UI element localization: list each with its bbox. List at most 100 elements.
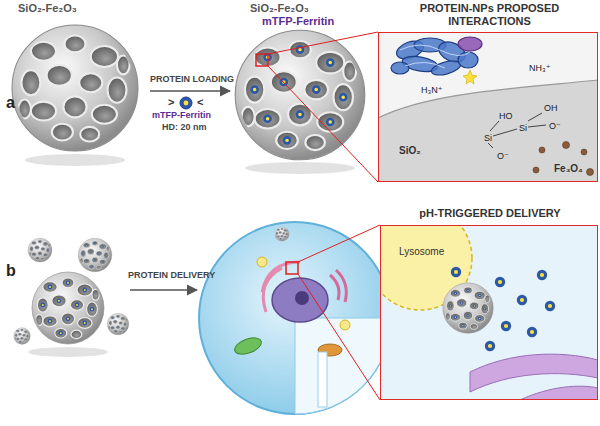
interaction-inset-art <box>463 70 477 84</box>
ferritin-ribbon <box>430 58 462 77</box>
zoom-leader <box>268 32 378 182</box>
iron-oxide-dot <box>533 167 539 173</box>
delivery-inset-art <box>380 225 598 400</box>
organelle-name: Lysosome <box>399 246 444 258</box>
cell <box>199 222 391 414</box>
delivery-inset-art <box>537 270 547 280</box>
loading-arrow <box>150 90 230 92</box>
delivery-inset-art <box>443 283 493 333</box>
cell <box>295 318 391 414</box>
step-label: PROTEIN DELIVERY <box>128 270 215 280</box>
particle-group <box>78 238 112 272</box>
cell <box>330 275 339 300</box>
step-label: PROTEIN LOADING <box>150 74 234 84</box>
loading-arrow <box>184 101 189 106</box>
cell <box>286 262 298 274</box>
material-name: SiO₂-Fe₂O₃ <box>250 2 309 15</box>
chemical-bond <box>528 125 546 127</box>
interaction-inset-art <box>400 45 470 68</box>
cell <box>295 291 309 305</box>
cell <box>272 278 328 322</box>
iron-oxide-dot <box>587 169 594 176</box>
delivery-inset-art <box>451 267 555 351</box>
chemical-group: O⁻ <box>497 151 509 161</box>
chemical-atom: Si <box>519 123 527 133</box>
cell <box>340 320 350 330</box>
particle-bare <box>12 25 138 166</box>
inset-heading: PROTEIN-NPs PROPOSED INTERACTIONS <box>407 2 572 27</box>
particle-group <box>32 272 104 344</box>
chemical-bond <box>493 129 517 136</box>
delivery-inset-art <box>501 321 511 331</box>
interaction-inset: PROTEIN-NPs PROPOSED INTERACTIONSNH₃⁺H₃N… <box>378 32 598 182</box>
chemical-group: OH <box>544 103 558 113</box>
delivery-inset-art <box>517 295 527 305</box>
delivery-inset-art <box>495 277 505 287</box>
cell <box>318 352 327 407</box>
zoom-leader <box>268 32 378 54</box>
iron-oxide-dot <box>581 149 587 155</box>
cell <box>232 335 263 358</box>
chemical-group: HO <box>499 111 513 121</box>
particle-group <box>107 313 129 335</box>
ferritin-ribbon <box>458 37 482 51</box>
particle-loaded <box>235 30 365 160</box>
particle-loaded <box>245 162 355 174</box>
cell <box>336 270 346 302</box>
bracket-symbol: > <box>168 96 174 109</box>
chemical-group: H₃N⁺ <box>421 85 442 95</box>
inset-heading: pH-TRIGGERED DELIVERY <box>405 207 575 220</box>
delivery-inset-art <box>527 327 537 337</box>
ferritin-ribbon <box>458 52 478 68</box>
delivery-inset-art <box>545 301 555 311</box>
zoom-leader <box>298 225 380 262</box>
particle-bare <box>25 154 125 166</box>
particle-group <box>28 347 108 357</box>
interaction-inset-art <box>378 32 598 182</box>
particle-loaded <box>235 30 365 174</box>
ferritin-ribbon <box>391 62 409 74</box>
protein-name: mTFP-Ferritin <box>262 15 334 28</box>
zoom-leader <box>298 274 380 400</box>
chemical-group: O⁻ <box>549 121 561 131</box>
iron-oxide-dot <box>563 142 570 149</box>
delivery-arrow <box>130 290 197 291</box>
chemical-group: NH₃⁺ <box>529 63 550 73</box>
iron-oxide-dot <box>533 142 594 176</box>
material-name: SiO₂ <box>399 145 421 157</box>
material-name: Fe₃O₄ <box>554 163 583 175</box>
bracket-symbol: < <box>197 96 203 109</box>
cell <box>199 222 391 414</box>
chemical-bond <box>488 113 546 148</box>
particle-group <box>28 238 52 262</box>
zoom-leader <box>298 225 380 400</box>
interaction-inset-art <box>405 62 445 68</box>
protein-name: mTFP-Ferritin <box>152 110 211 120</box>
delivery-arrow <box>130 289 197 291</box>
particle-group <box>14 238 129 357</box>
panel-letter: b <box>6 262 16 280</box>
interaction-inset-art <box>378 80 598 182</box>
chemical-bond <box>528 113 542 121</box>
iron-oxide-dot <box>539 147 545 153</box>
material-name: SiO₂-Fe₂O₃ <box>18 2 77 15</box>
chemical-bond <box>488 143 493 148</box>
particle-group <box>14 328 31 345</box>
particle-bare <box>12 25 138 151</box>
delivery-inset-art <box>380 225 598 400</box>
chemical-bond <box>490 121 499 131</box>
zoom-leader <box>268 66 378 182</box>
delivery-inset-art <box>520 386 598 400</box>
delivery-inset-art <box>485 341 495 351</box>
interaction-inset-art <box>400 45 470 56</box>
delivery-inset: pH-TRIGGERED DELIVERYLysosome <box>380 225 598 400</box>
loading-arrow <box>180 97 192 109</box>
ferritin-ribbon <box>391 37 482 78</box>
particle-loaded <box>256 54 268 66</box>
panel-letter: a <box>6 94 15 112</box>
cell <box>275 227 289 241</box>
loading-arrow <box>150 91 230 109</box>
cell <box>257 257 267 267</box>
